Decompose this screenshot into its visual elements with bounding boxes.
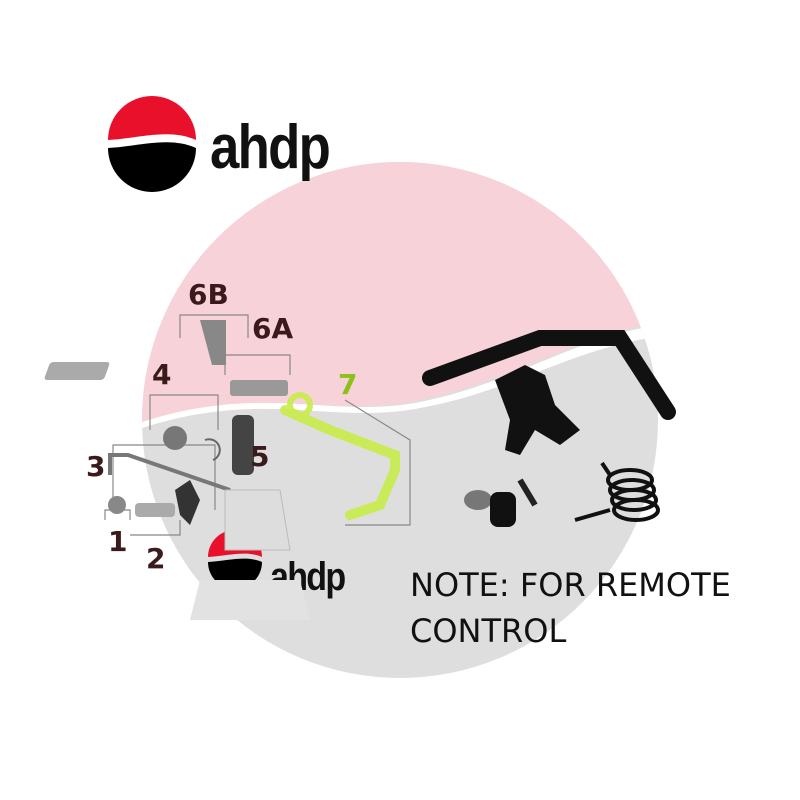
label-6a: 6A: [252, 312, 294, 345]
plate-6a: [230, 380, 288, 396]
label-5: 5: [250, 440, 270, 473]
lever: [175, 480, 200, 525]
note-line-2: CONTROL: [410, 612, 567, 650]
note-line-1: NOTE: FOR REMOTE: [410, 566, 731, 604]
spring: [574, 461, 660, 522]
latch-part: [495, 365, 580, 455]
remote-rod-7: [280, 392, 400, 520]
logo-text: ahdp: [210, 113, 331, 182]
cam-4: [163, 426, 187, 450]
label-6b: 6B: [188, 278, 229, 311]
hood-6b: [44, 320, 226, 380]
pin-5: [232, 415, 254, 475]
label-1: 1: [108, 525, 128, 558]
label-2: 2: [146, 542, 166, 575]
note-text: NOTE: FOR REMOTE CONTROL: [410, 562, 731, 654]
rod-3: [108, 453, 231, 492]
handle-rod: [422, 330, 676, 420]
label-4: 4: [152, 358, 172, 391]
label-3: 3: [86, 450, 106, 483]
label-7: 7: [338, 368, 358, 401]
